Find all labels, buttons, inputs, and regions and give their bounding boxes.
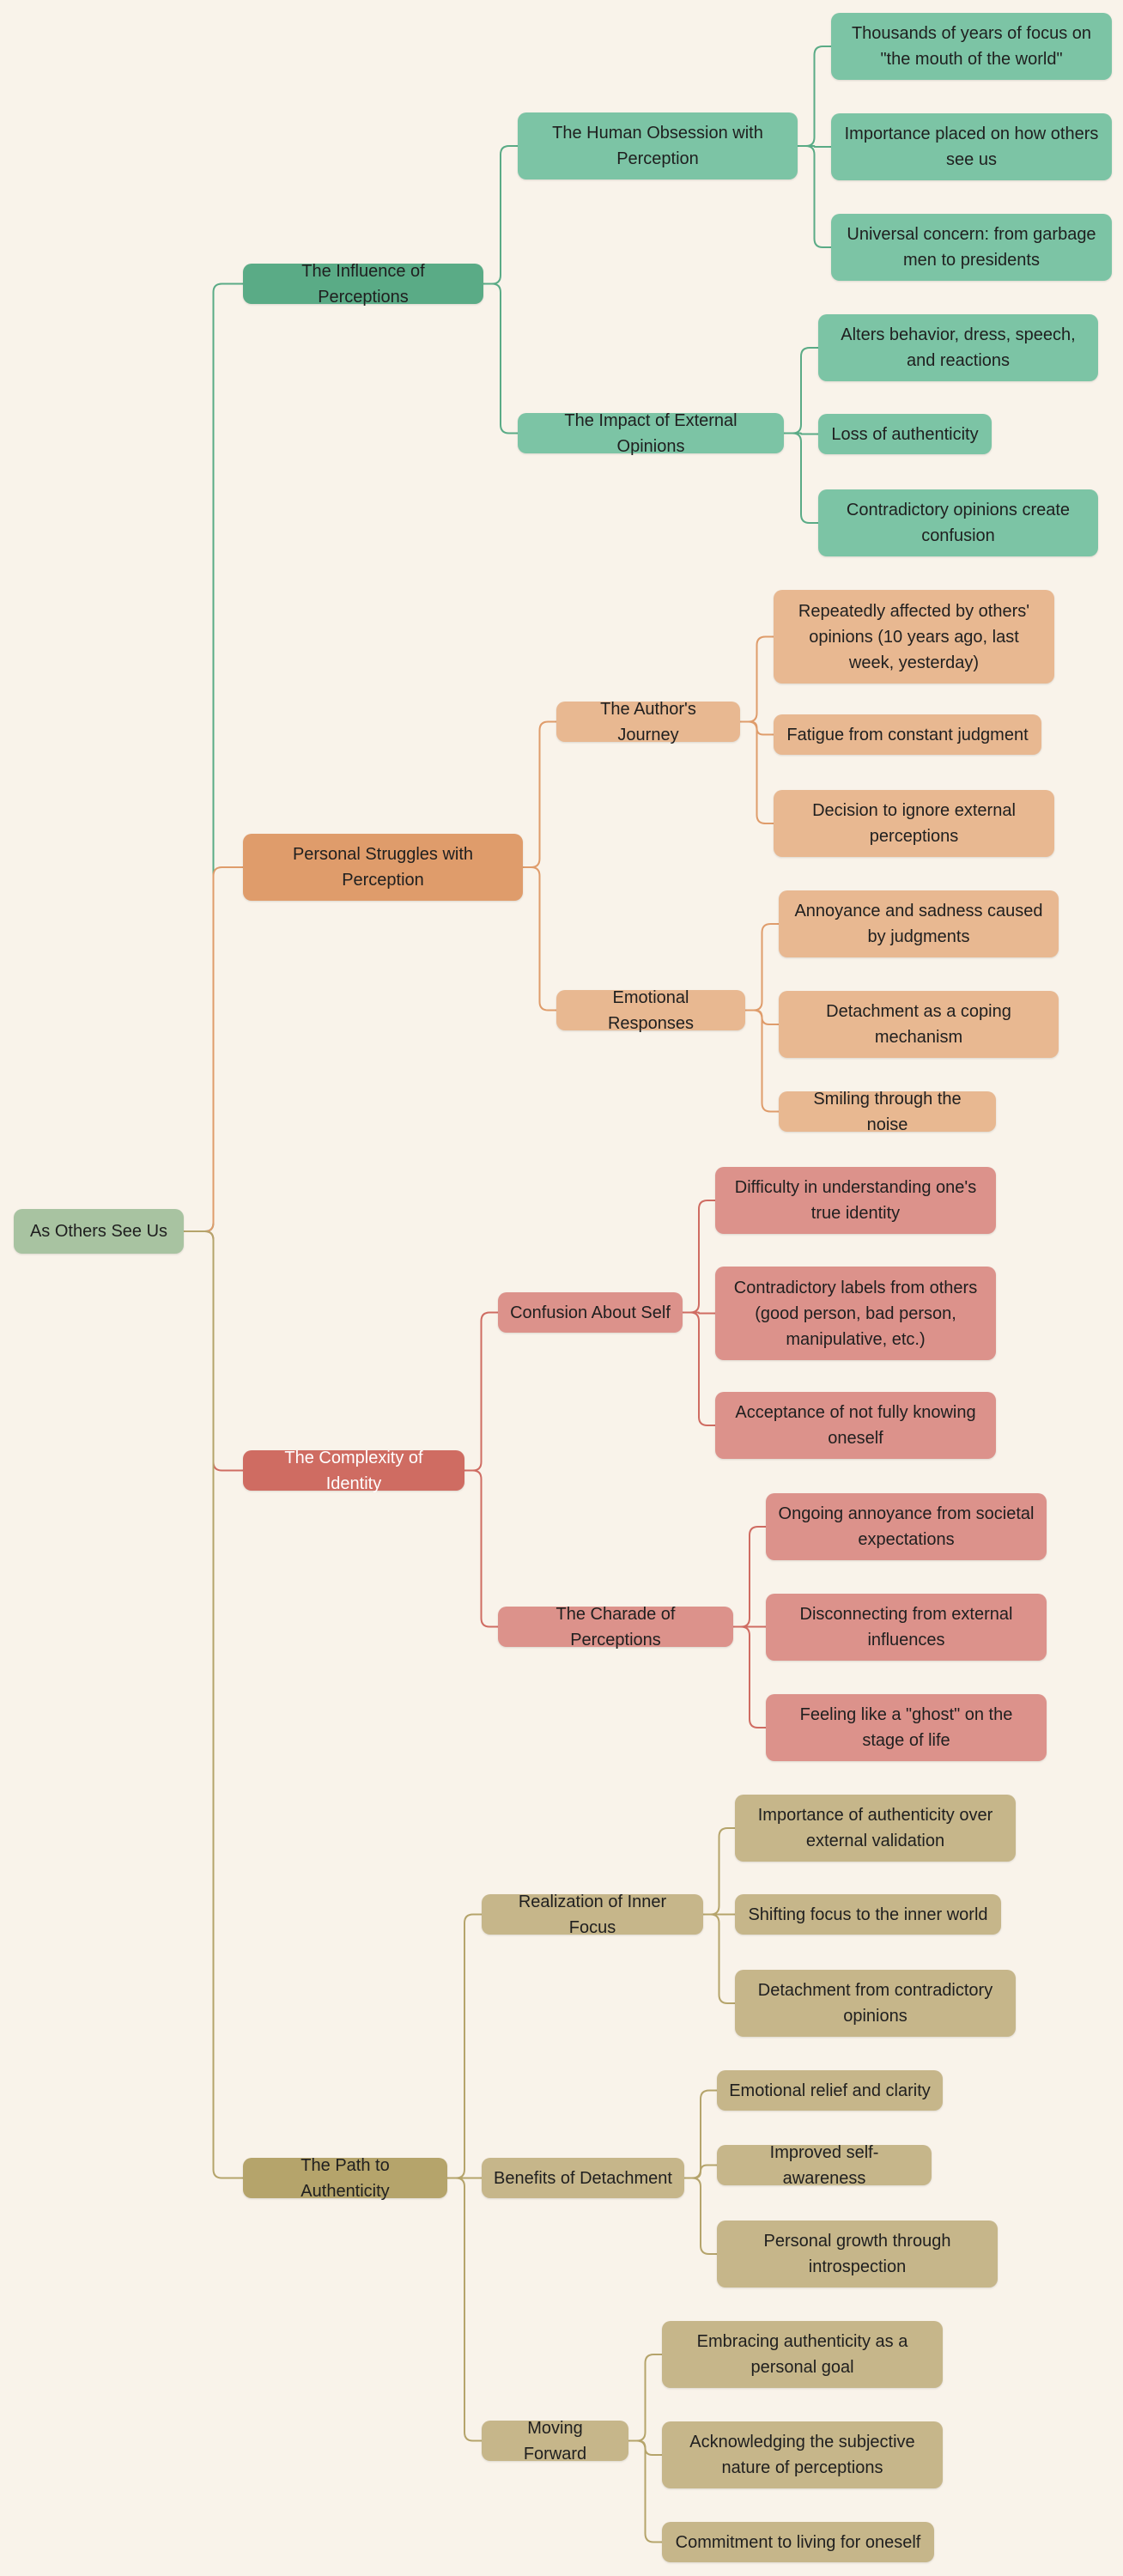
leaf-node[interactable]: Annoyance and sadness caused by judgment… — [779, 890, 1059, 957]
leaf-node[interactable]: Repeatedly affected by others' opinions … — [774, 590, 1054, 683]
connector-to-leaf — [683, 1311, 715, 1315]
subtopic-the-charade-of-perceptions[interactable]: The Charade of Perceptions — [498, 1605, 733, 1649]
connector-to-leaf — [703, 1827, 735, 1916]
leaf-node[interactable]: Universal concern: from garbage men to p… — [831, 214, 1112, 281]
connector-root-to-personal-struggles-with-perception — [184, 866, 243, 1232]
leaf-node[interactable]: Feeling like a "ghost" on the stage of l… — [766, 1694, 1047, 1761]
leaf-node[interactable]: Ongoing annoyance from societal expectat… — [766, 1493, 1047, 1560]
leaf-node[interactable]: Importance of authenticity over external… — [735, 1795, 1016, 1862]
leaf-node[interactable]: Contradictory opinions create confusion — [818, 489, 1098, 556]
subtopic-the-human-obsession-with-perception[interactable]: The Human Obsession with Perception — [518, 112, 798, 179]
leaf-node[interactable]: Disconnecting from external influences — [766, 1594, 1047, 1661]
leaf-node[interactable]: Personal growth through introspection — [717, 2221, 998, 2287]
leaf-node[interactable]: Alters behavior, dress, speech, and reac… — [818, 314, 1098, 381]
connector-to-the-impact-of-external-opinions — [483, 283, 518, 434]
branch-the-complexity-of-identity[interactable]: The Complexity of Identity — [243, 1449, 464, 1493]
connector-to-the-author-s-journey — [523, 720, 556, 868]
subtopic-benefits-of-detachment[interactable]: Benefits of Detachment — [482, 2158, 684, 2198]
leaf-node[interactable]: Embracing authenticity as a personal goa… — [662, 2321, 943, 2388]
leaf-node[interactable]: Decision to ignore external perceptions — [774, 790, 1054, 857]
connector-to-moving-forward — [447, 2177, 482, 2442]
connector-to-leaf — [745, 923, 779, 1012]
connector-to-leaf — [628, 2439, 662, 2543]
leaf-node[interactable]: Acceptance of not fully knowing oneself — [715, 1392, 996, 1459]
leaf-node[interactable]: Loss of authenticity — [818, 414, 992, 454]
connector-to-leaf — [784, 432, 818, 524]
connector-to-leaf — [798, 145, 831, 148]
leaf-node[interactable]: Difficulty in understanding one's true i… — [715, 1167, 996, 1234]
leaf-node[interactable]: Emotional relief and clarity — [717, 2070, 943, 2111]
subtopic-moving-forward[interactable]: Moving Forward — [482, 2419, 628, 2464]
leaf-node[interactable]: Acknowledging the subjective nature of p… — [662, 2421, 943, 2488]
branch-personal-struggles-with-perception[interactable]: Personal Struggles with Perception — [243, 834, 523, 901]
connector-to-leaf — [740, 720, 774, 824]
leaf-node[interactable]: Contradictory labels from others (good p… — [715, 1267, 996, 1360]
subtopic-confusion-about-self[interactable]: Confusion About Self — [498, 1292, 683, 1333]
subtopic-the-author-s-journey[interactable]: The Author's Journey — [556, 700, 740, 744]
connector-to-leaf — [703, 1913, 735, 2004]
connector-to-leaf — [784, 347, 818, 434]
connector-to-leaf — [740, 635, 774, 723]
leaf-node[interactable]: Improved self-awareness — [717, 2143, 932, 2188]
connector-to-leaf — [684, 2164, 717, 2179]
leaf-node[interactable]: Shifting focus to the inner world — [735, 1894, 1001, 1935]
connector-to-the-human-obsession-with-perception — [483, 145, 518, 285]
connector-to-leaf — [628, 2354, 662, 2442]
subtopic-emotional-responses[interactable]: Emotional Responses — [556, 988, 745, 1033]
branch-the-path-to-authenticity[interactable]: The Path to Authenticity — [243, 2156, 447, 2201]
root-node[interactable]: As Others See Us — [14, 1209, 184, 1254]
connector-to-the-charade-of-perceptions — [464, 1469, 498, 1628]
connector-to-leaf — [798, 46, 831, 147]
leaf-node[interactable]: Smiling through the noise — [779, 1090, 996, 1134]
connector-to-leaf — [798, 145, 831, 248]
leaf-node[interactable]: Fatigue from constant judgment — [774, 714, 1041, 755]
connector-to-leaf — [684, 2177, 717, 2255]
connector-to-leaf — [733, 1625, 766, 1728]
leaf-node[interactable]: Detachment from contradictory opinions — [735, 1970, 1016, 2037]
connector-to-leaf — [683, 1311, 715, 1426]
branch-the-influence-of-perceptions[interactable]: The Influence of Perceptions — [243, 262, 483, 307]
subtopic-the-impact-of-external-opinions[interactable]: The Impact of External Opinions — [518, 411, 784, 456]
subtopic-realization-of-inner-focus[interactable]: Realization of Inner Focus — [482, 1893, 703, 1937]
leaf-node[interactable]: Thousands of years of focus on "the mout… — [831, 13, 1112, 80]
connector-to-confusion-about-self — [464, 1311, 498, 1472]
connector-to-leaf — [733, 1526, 766, 1628]
leaf-node[interactable]: Detachment as a coping mechanism — [779, 991, 1059, 1058]
connector-to-leaf — [745, 1009, 779, 1113]
leaf-node[interactable]: Commitment to living for oneself — [662, 2522, 934, 2562]
connector-to-emotional-responses — [523, 866, 556, 1012]
connector-root-to-the-path-to-authenticity — [184, 1230, 243, 2179]
connector-to-realization-of-inner-focus — [447, 1913, 482, 2179]
connector-to-leaf — [683, 1200, 715, 1314]
leaf-node[interactable]: Importance placed on how others see us — [831, 113, 1112, 180]
